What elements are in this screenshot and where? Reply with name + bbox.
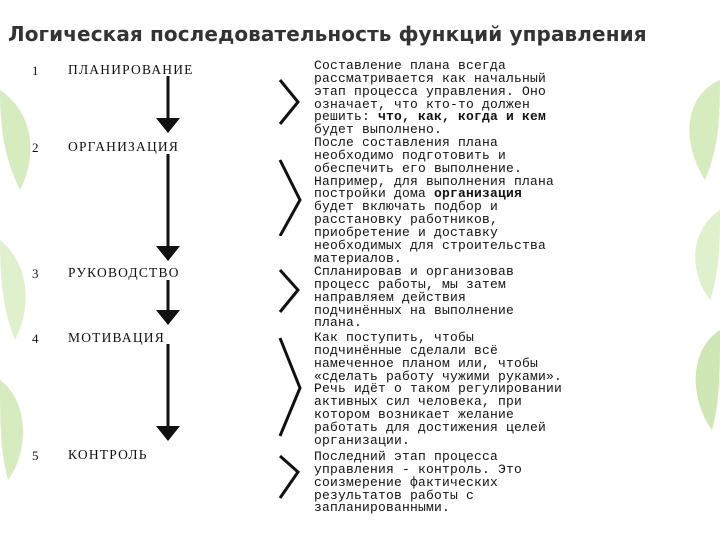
description-line: организации. xyxy=(314,435,684,448)
brace-icon xyxy=(276,262,312,322)
arrow-head xyxy=(156,118,180,133)
arrow-head xyxy=(156,310,180,325)
description-line: запланированными. xyxy=(314,502,684,515)
arrow-head xyxy=(156,246,180,261)
arrow-head xyxy=(156,426,180,441)
description-line: подчинённых на выполнение xyxy=(314,305,684,318)
brace-icon xyxy=(276,448,312,518)
brace-icon xyxy=(276,328,312,444)
brace-icon xyxy=(276,60,312,236)
description-line: плана. xyxy=(314,317,684,330)
